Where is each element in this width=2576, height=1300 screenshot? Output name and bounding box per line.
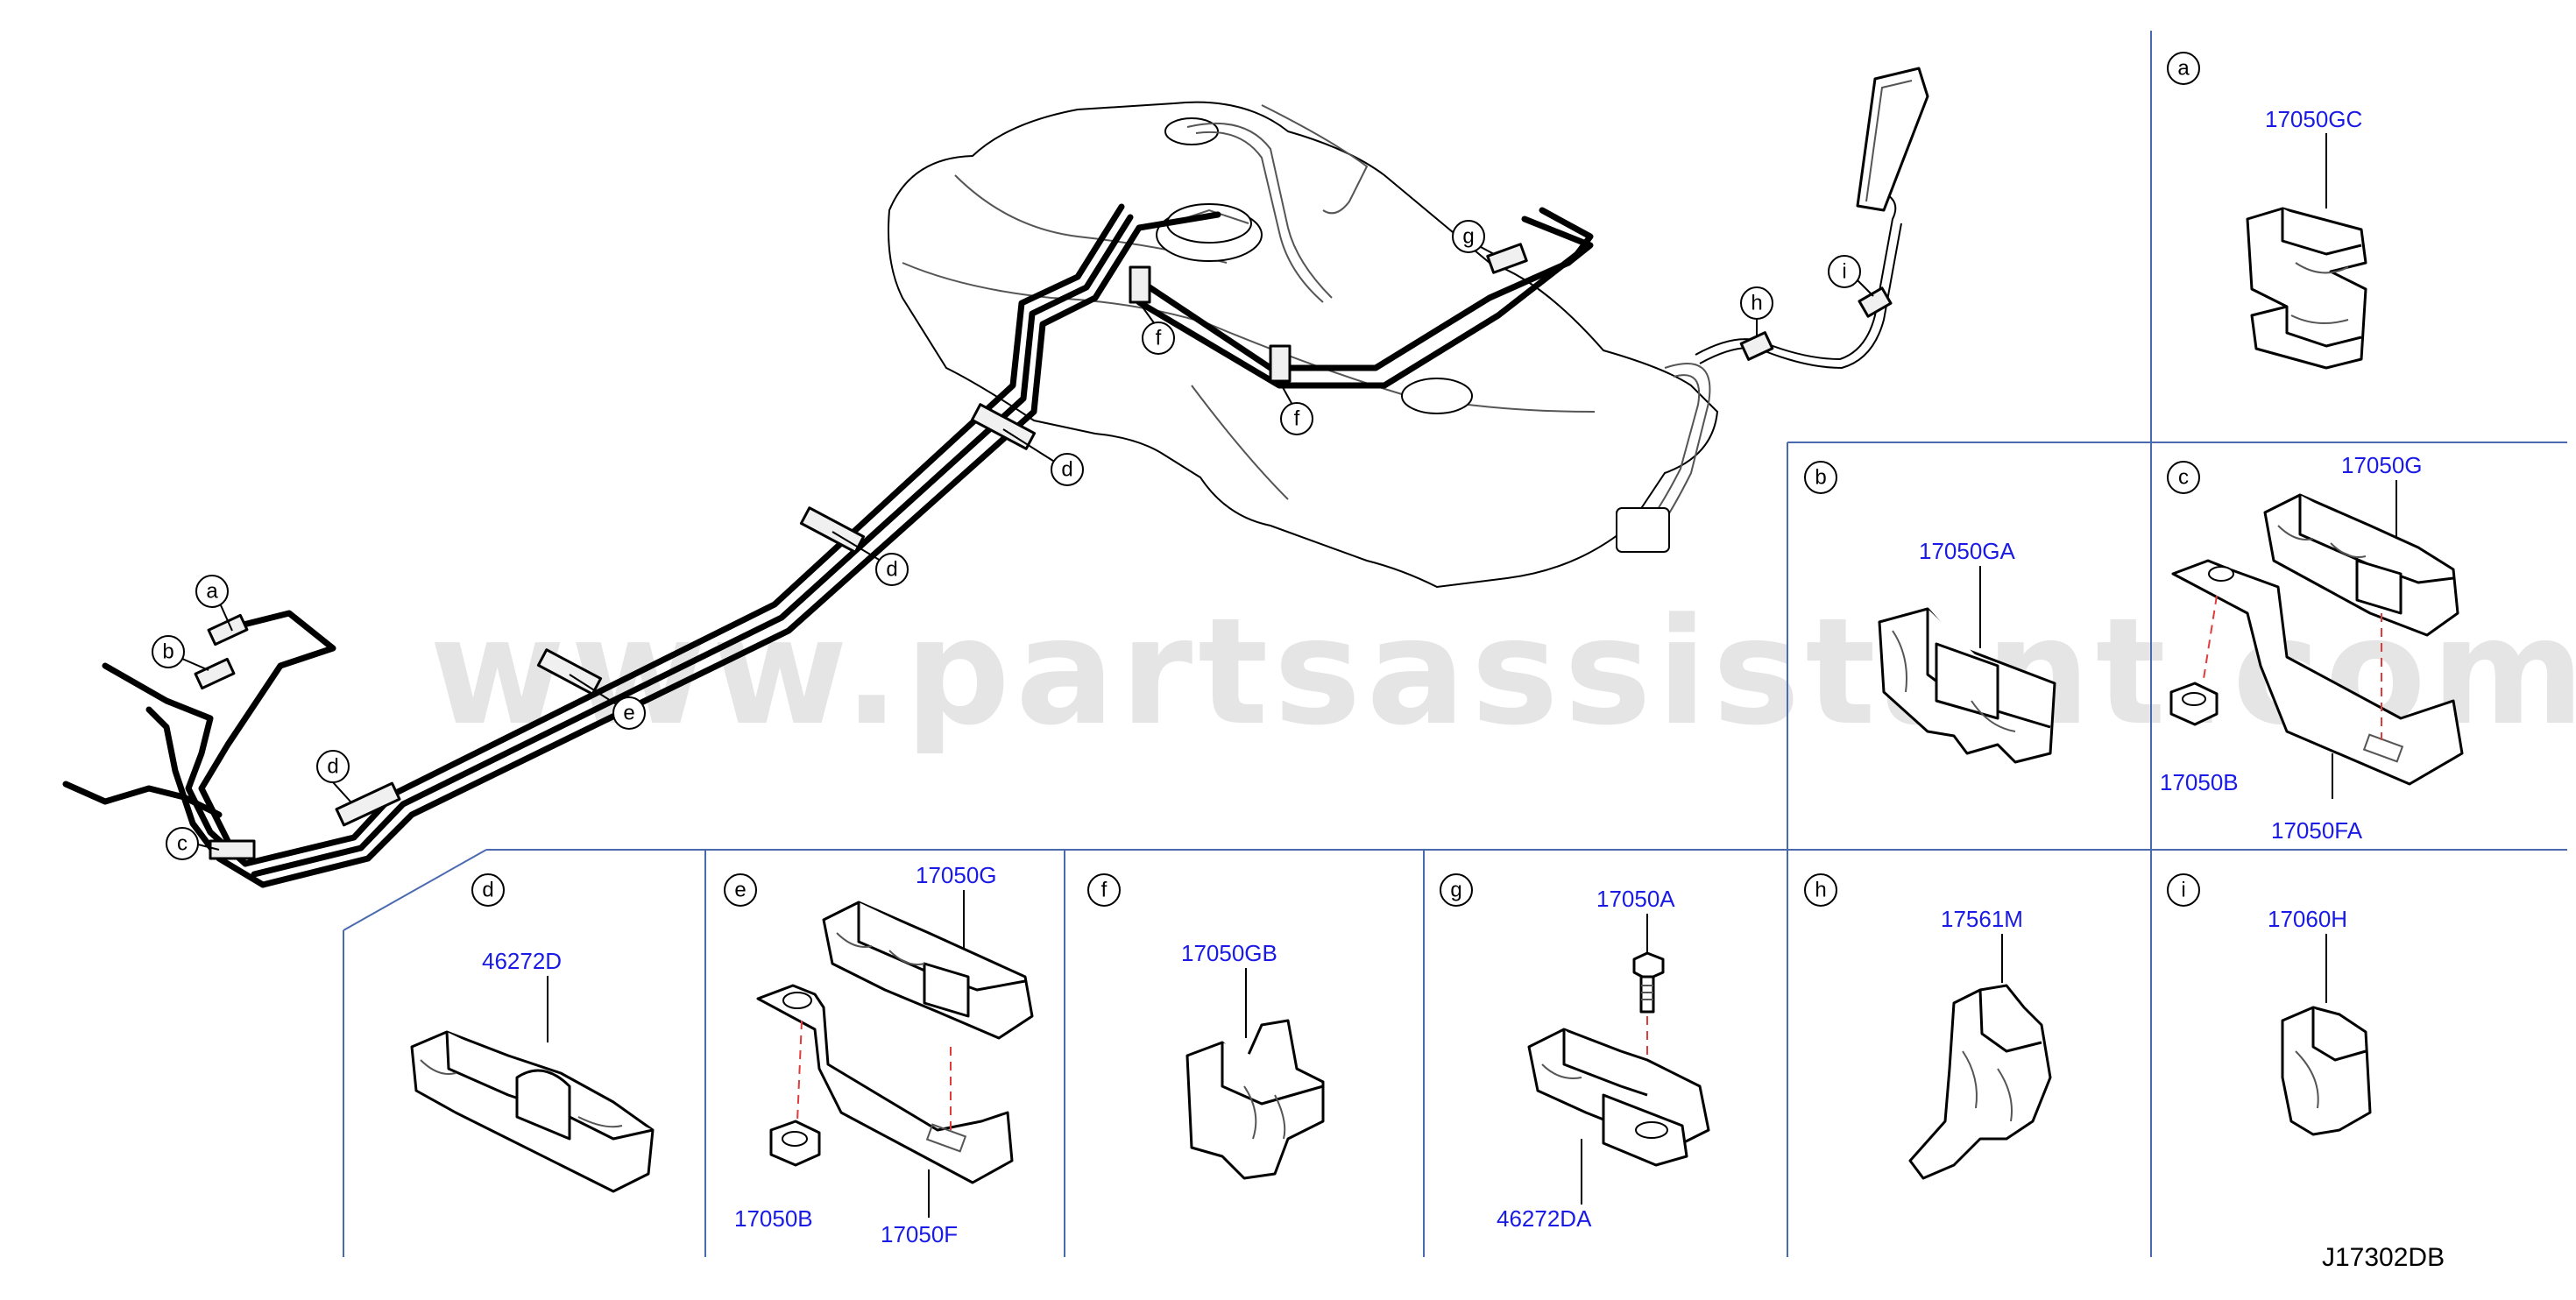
- panel-a: a 17050GC: [2167, 52, 2367, 370]
- clip-17050G-c: [2263, 493, 2459, 637]
- svg-text:f: f: [1156, 327, 1162, 350]
- callout-b: b: [152, 635, 209, 671]
- part-number: 17050G: [2341, 452, 2423, 478]
- svg-text:i: i: [1842, 260, 1846, 284]
- part-number: 17050FA: [2271, 817, 2363, 844]
- svg-text:f: f: [1294, 407, 1300, 431]
- part-number: 17561M: [1941, 906, 2023, 932]
- callout-f1: f: [1138, 301, 1175, 355]
- clip-46272DA: [1527, 1028, 1710, 1167]
- panel-grid: [343, 31, 2567, 1257]
- drawing-code: J17302DB: [2322, 1243, 2445, 1272]
- callout-d3: d: [1002, 428, 1084, 486]
- callout-d2: d: [832, 531, 909, 586]
- svg-text:f: f: [1101, 879, 1108, 902]
- part-number: 17050GC: [2265, 106, 2362, 132]
- panel-e: e 17050G 17050B 17050F: [724, 862, 1034, 1247]
- clip-17050GB: [1185, 1019, 1325, 1180]
- bracket-17050F: [756, 984, 1014, 1184]
- clip-46272D: [410, 1030, 655, 1193]
- bracket-17050FA: [2171, 559, 2464, 786]
- part-number: 17050GA: [1919, 538, 2016, 564]
- callout-i: i: [1828, 255, 1874, 297]
- svg-text:h: h: [1815, 879, 1826, 902]
- nut-17050B-c: [2169, 682, 2219, 726]
- fuel-tank: [888, 101, 1719, 589]
- clip-17050G-e: [822, 901, 1034, 1040]
- part-number: 17060H: [2268, 906, 2347, 932]
- part-number: 17050GB: [1181, 940, 1277, 966]
- callout-g: g: [1452, 220, 1495, 255]
- svg-text:d: d: [482, 879, 493, 902]
- svg-text:b: b: [1815, 466, 1826, 490]
- main-callouts: a b c d e d d f f g h i: [152, 220, 1874, 860]
- callout-c: c: [166, 827, 220, 860]
- panel-i: i 17060H: [2167, 873, 2372, 1136]
- clip-17050GA: [1878, 607, 2056, 764]
- svg-text:g: g: [1450, 879, 1461, 902]
- part-number: 17050F: [881, 1221, 958, 1247]
- line-clips: [194, 67, 1929, 860]
- callout-e: e: [569, 674, 646, 730]
- svg-text:c: c: [2178, 466, 2189, 490]
- svg-text:d: d: [1061, 458, 1072, 482]
- panel-h: h 17561M: [1804, 873, 2052, 1180]
- part-number: 17050G: [916, 862, 997, 888]
- callout-a: a: [195, 575, 233, 632]
- panel-d: d 46272D: [410, 873, 655, 1193]
- part-number: 17050B: [734, 1205, 813, 1232]
- svg-text:c: c: [177, 832, 188, 856]
- callout-f2: f: [1278, 380, 1313, 435]
- part-number: 17050B: [2160, 769, 2239, 795]
- svg-text:b: b: [162, 640, 173, 664]
- clip-17561M: [1908, 984, 2052, 1180]
- panel-b: b 17050GA: [1804, 461, 2056, 764]
- svg-text:e: e: [734, 879, 746, 902]
- svg-text:i: i: [2181, 879, 2185, 902]
- part-number: 46272D: [482, 948, 562, 974]
- svg-text:d: d: [886, 558, 897, 582]
- svg-text:e: e: [623, 702, 634, 725]
- nut-17050B-e: [769, 1120, 821, 1167]
- svg-text:d: d: [327, 755, 338, 779]
- fuel-lines: [62, 191, 1902, 888]
- panel-g: g 17050A 46272DA: [1440, 873, 1710, 1232]
- panel-f: f 17050GB: [1087, 873, 1325, 1180]
- clip-17060H: [2281, 1006, 2372, 1136]
- bolt-17050A: [1632, 951, 1665, 1014]
- part-number: 17050A: [1596, 886, 1675, 912]
- svg-text:h: h: [1751, 292, 1762, 315]
- panel-c: c 17050G 17050B 17050FA: [2160, 452, 2464, 844]
- svg-text:a: a: [2177, 57, 2190, 81]
- svg-text:g: g: [1462, 225, 1474, 249]
- svg-text:a: a: [206, 580, 218, 604]
- callout-d1: d: [316, 750, 351, 802]
- callout-h: h: [1740, 286, 1773, 337]
- clip-17050GC: [2246, 207, 2367, 370]
- part-number: 46272DA: [1497, 1205, 1592, 1232]
